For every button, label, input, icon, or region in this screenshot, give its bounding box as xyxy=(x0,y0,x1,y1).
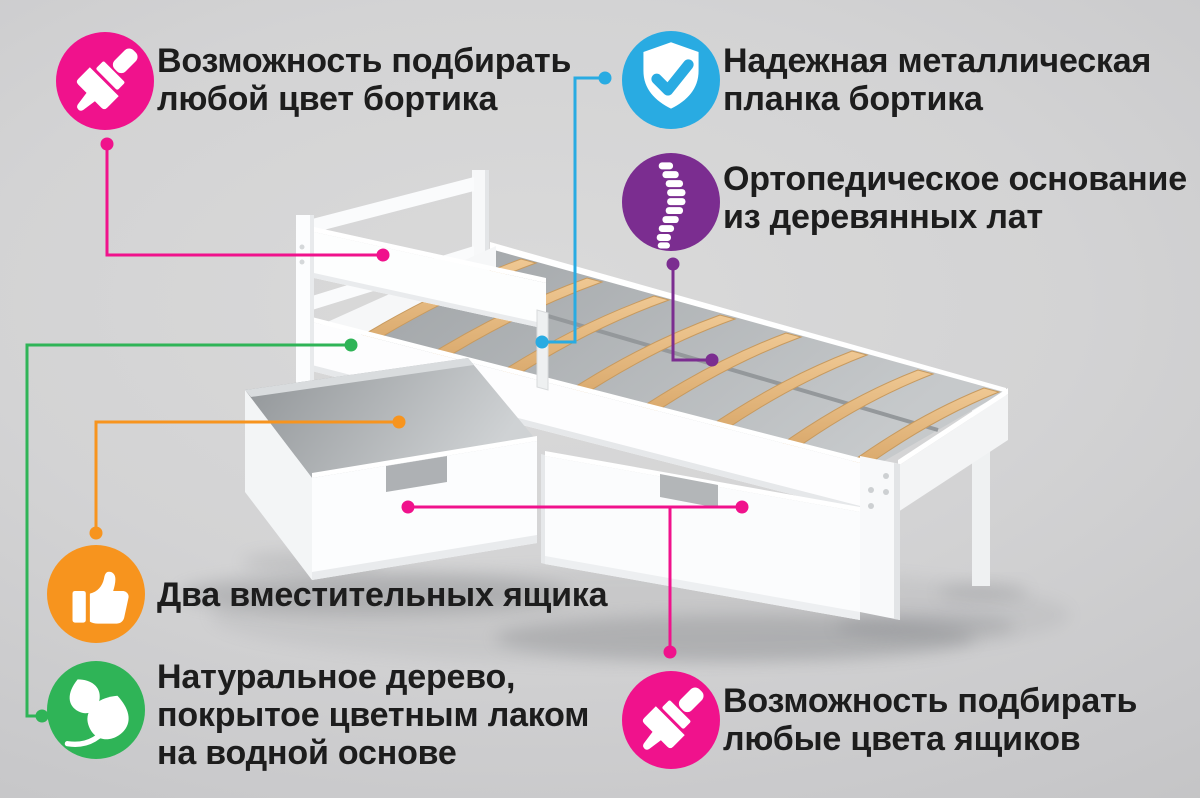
feature-text-rail-color: Возможность подбирать любой цвет бортика xyxy=(157,42,571,118)
connector-dot xyxy=(535,335,549,349)
screw xyxy=(883,489,889,495)
feature-line: любой цвет бортика xyxy=(157,80,498,118)
feature-text-drawer-colors: Возможность подбирать любые цвета ящиков xyxy=(723,682,1137,758)
paintbrush-icon xyxy=(622,671,720,769)
feature-line: Натуральное дерево, xyxy=(157,658,516,696)
screw xyxy=(868,503,874,509)
drawer1-left-face xyxy=(245,390,312,580)
feature-line: из деревянных лат xyxy=(723,198,1043,236)
thumbs-up-icon xyxy=(47,545,145,643)
connector-dot xyxy=(598,71,612,85)
drawer1-interior xyxy=(245,358,537,478)
connector-dot xyxy=(663,645,677,659)
paintbrush-icon xyxy=(56,32,154,130)
bed-near-rail-top xyxy=(308,316,868,465)
feature-text-two-drawers: Два вместительных ящика xyxy=(157,576,608,614)
screw xyxy=(883,473,889,479)
connector-dot xyxy=(344,338,358,352)
screw xyxy=(299,244,305,250)
screw xyxy=(299,259,305,265)
connector-dot xyxy=(89,526,103,540)
feature-line: Два вместительных ящика xyxy=(157,576,608,614)
feature-line: Надежная металлическая xyxy=(723,42,1152,80)
drawer1-back-rim xyxy=(245,358,474,397)
drawer2-top-rim xyxy=(545,451,860,512)
bed-foot-board-top xyxy=(898,388,1008,466)
safety-rail-shade xyxy=(314,273,546,329)
headboard-top-rail xyxy=(312,177,474,233)
connector-dot xyxy=(735,500,749,514)
safety-rail-top xyxy=(314,227,546,283)
feature-line: на водной основе xyxy=(157,734,457,772)
bed-foot-board xyxy=(898,394,1008,512)
feature-line: планка бортика xyxy=(723,80,983,118)
drawer2-left-edge xyxy=(541,454,545,564)
feature-line: Возможность подбирать xyxy=(723,682,1138,720)
feature-text-orthopedic: Ортопедическое основание из деревянных л… xyxy=(723,160,1187,236)
spine-icon xyxy=(622,153,720,251)
connector-rail-color xyxy=(105,144,383,257)
connector-dot xyxy=(35,709,49,723)
connector-drawers xyxy=(94,420,399,533)
feature-line: Возможность подбирать xyxy=(157,42,572,80)
connector-dot xyxy=(376,248,390,262)
drawer1-handle-notch xyxy=(386,456,447,492)
feature-text-natural-wood: Натуральное дерево, покрытое цветным лак… xyxy=(157,658,589,772)
connector-dot xyxy=(100,137,114,151)
leaves-icon xyxy=(47,661,145,759)
bed-near-right-leg xyxy=(860,456,900,620)
metal-plank xyxy=(536,309,549,391)
connector-metal-plank xyxy=(542,76,605,344)
connectors xyxy=(25,71,749,723)
drawer1-front-rim xyxy=(312,436,537,478)
screw xyxy=(868,487,874,493)
feature-line: Ортопедическое основание xyxy=(723,160,1187,198)
drawer2-handle-notch xyxy=(660,474,718,508)
drawer1-bottom-shade xyxy=(312,535,537,580)
bed-illustration xyxy=(245,170,1008,620)
feature-line: покрытое цветным лаком xyxy=(157,696,590,734)
drawer2-bottom-shade xyxy=(545,556,860,620)
drawer-1 xyxy=(245,358,537,580)
feature-line: любые цвета ящиков xyxy=(723,720,1081,758)
connector-dot xyxy=(392,415,406,429)
shield-check-icon xyxy=(622,31,720,129)
connector-dot xyxy=(666,257,680,271)
connector-natural-wood xyxy=(25,343,351,718)
bed-near-right-leg-shade xyxy=(894,463,900,620)
drawer-2 xyxy=(541,451,860,620)
feature-text-metal-plank: Надежная металлическая планка бортика xyxy=(723,42,1151,118)
connector-orthopedic xyxy=(671,264,712,362)
connector-dot xyxy=(705,353,719,367)
connector-dot xyxy=(401,500,415,514)
drawer2-front-face xyxy=(545,456,860,620)
